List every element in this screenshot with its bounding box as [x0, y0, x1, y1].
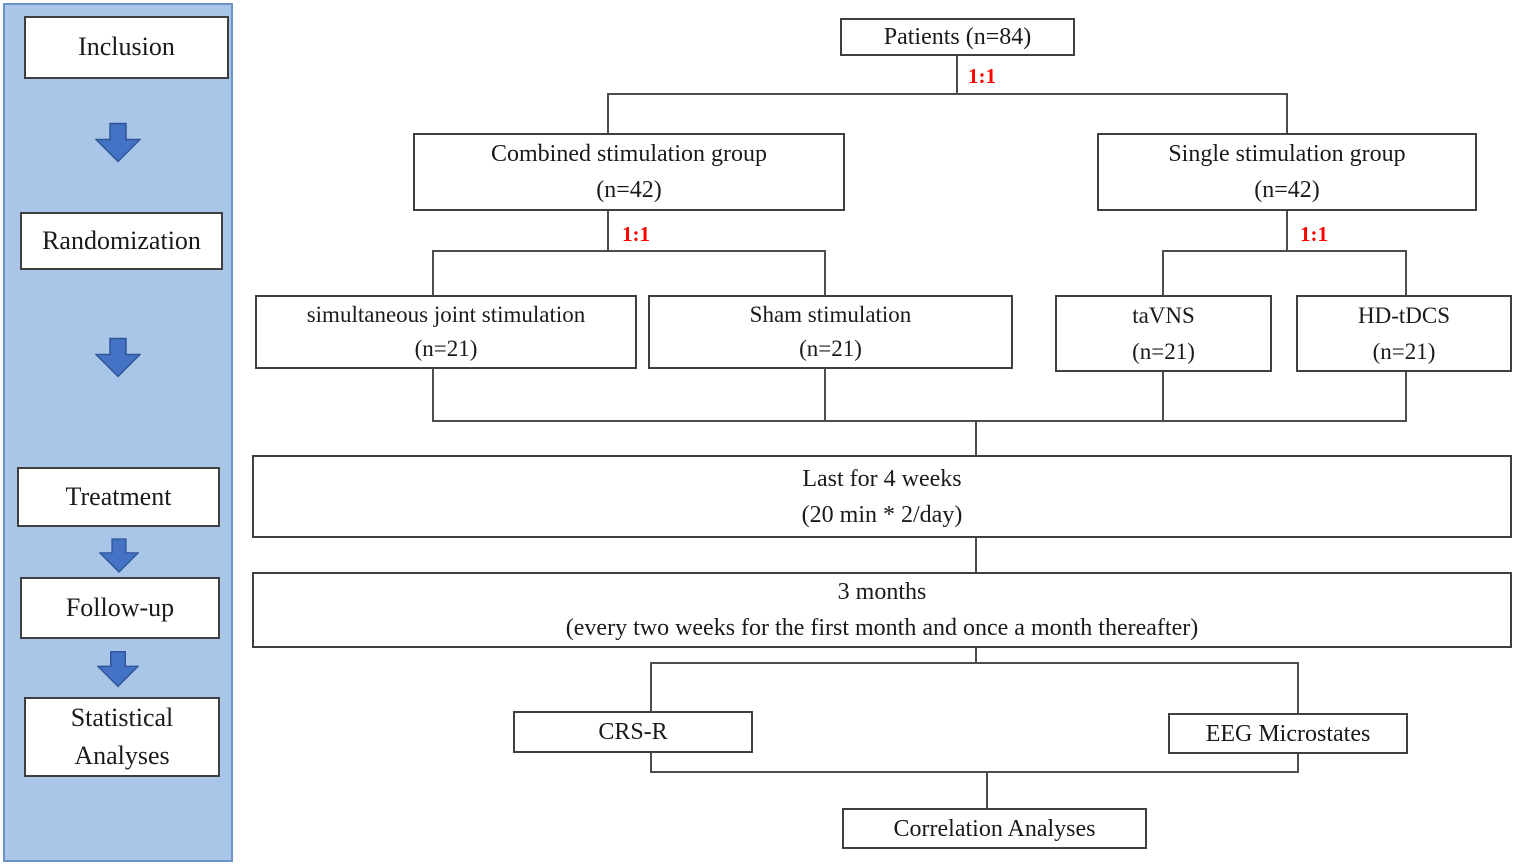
connector-line [1297, 754, 1299, 771]
connector-line [650, 662, 1299, 664]
connector-line [607, 93, 609, 133]
node-treatment-line1: Last for 4 weeks [802, 465, 962, 492]
connector-line [986, 771, 988, 808]
node-tavns-line2: (n=21) [1132, 338, 1195, 364]
connector-line [650, 771, 1299, 773]
connector-line [432, 420, 1407, 422]
stage-statistical-analyses: Statistical Analyses [24, 697, 220, 777]
node-followup-line2: (every two weeks for the first month and… [565, 615, 1199, 641]
node-simultaneous-joint-stimulation: simultaneous joint stimulation (n=21) [255, 295, 637, 369]
node-single-line2: (n=42) [1254, 177, 1320, 203]
down-arrow-icon [99, 538, 139, 573]
node-correlation-analyses: Correlation Analyses [842, 808, 1147, 849]
phase-sidebar: Inclusion Randomization Treatment Follow… [3, 3, 233, 862]
ratio-label-top: 1:1 [968, 64, 996, 88]
node-sham-stimulation: Sham stimulation (n=21) [648, 295, 1013, 369]
node-treatment-line2: (20 min * 2/day) [801, 501, 963, 528]
connector-line [607, 93, 1288, 95]
node-crs-r: CRS-R [513, 711, 753, 753]
node-follow-up-schedule: 3 months (every two weeks for the first … [252, 572, 1512, 648]
down-arrow-icon [97, 650, 139, 688]
stage-treatment-label: Treatment [65, 481, 172, 511]
down-arrow-icon [95, 122, 141, 163]
ratio-label-right: 1:1 [1300, 222, 1328, 246]
connector-line [607, 211, 609, 250]
connector-line [1286, 93, 1288, 133]
node-single-group: Single stimulation group (n=42) [1097, 133, 1477, 211]
connector-line [1286, 211, 1288, 250]
node-combined-line2: (n=42) [596, 177, 662, 203]
node-eeg-label: EEG Microstates [1205, 720, 1371, 747]
node-hd-tdcs: HD-tDCS (n=21) [1296, 295, 1512, 372]
connector-line [975, 420, 977, 455]
node-tavns: taVNS (n=21) [1055, 295, 1272, 372]
connector-line [432, 250, 434, 295]
connector-line [1162, 372, 1164, 420]
connector-line [975, 648, 977, 662]
stage-follow-up: Follow-up [20, 577, 220, 639]
connector-line [956, 56, 958, 93]
ratio-label-left: 1:1 [622, 222, 650, 246]
node-eeg-microstates: EEG Microstates [1168, 713, 1408, 754]
connector-line [1405, 250, 1407, 295]
node-sjs-line2: (n=21) [414, 336, 478, 361]
node-crs-r-label: CRS-R [598, 719, 668, 745]
node-patients-label: Patients (n=84) [883, 24, 1032, 50]
node-followup-line1: 3 months [837, 579, 927, 605]
node-combined-group: Combined stimulation group (n=42) [413, 133, 845, 211]
stage-inclusion-label: Inclusion [78, 32, 175, 62]
connector-line [1162, 250, 1164, 295]
stage-statistical-analyses-label: Statistical Analyses [70, 703, 174, 770]
connector-line [1162, 250, 1407, 252]
node-single-line1: Single stimulation group [1168, 141, 1406, 167]
connector-line [1297, 662, 1299, 713]
down-arrow-icon [95, 337, 141, 378]
connector-line [650, 662, 652, 711]
stage-randomization: Randomization [20, 212, 223, 270]
node-hdtdcs-line2: (n=21) [1372, 338, 1436, 364]
connector-line [824, 250, 826, 295]
node-corr-label: Correlation Analyses [893, 815, 1096, 842]
connector-line [432, 250, 824, 252]
node-hdtdcs-line1: HD-tDCS [1357, 302, 1450, 328]
connector-line [975, 538, 977, 572]
stage-inclusion: Inclusion [24, 16, 229, 79]
stage-follow-up-label: Follow-up [65, 592, 175, 622]
connector-line [432, 369, 434, 420]
connector-line [650, 753, 652, 771]
connector-line [824, 369, 826, 420]
node-combined-line1: Combined stimulation group [491, 141, 767, 167]
stage-treatment: Treatment [17, 467, 220, 527]
node-sham-line2: (n=21) [799, 336, 862, 361]
node-treatment-duration: Last for 4 weeks (20 min * 2/day) [252, 455, 1512, 538]
stage-randomization-label: Randomization [42, 225, 201, 255]
node-patients: Patients (n=84) [840, 18, 1075, 56]
connector-line [1405, 372, 1407, 420]
node-tavns-line1: taVNS [1132, 302, 1195, 328]
node-sjs-line1: simultaneous joint stimulation [306, 301, 586, 327]
node-sham-line1: Sham stimulation [749, 301, 912, 327]
